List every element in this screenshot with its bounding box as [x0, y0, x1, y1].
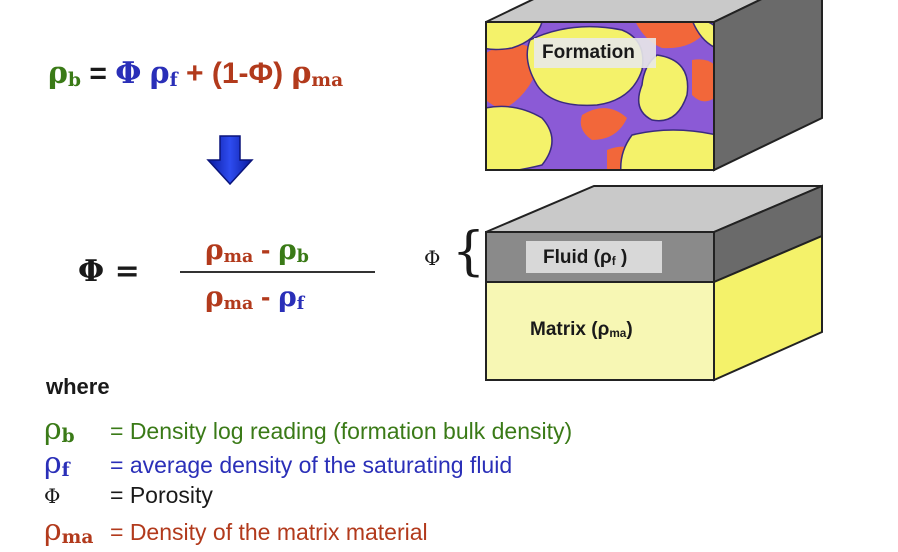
legend-item-rho-b: ρb = Density log reading (formation bulk …	[44, 412, 572, 447]
rho-f-symbol: ρf	[149, 56, 178, 92]
legend-item-rho-ma: ρma = Density of the matrix material	[44, 513, 428, 548]
curly-brace: {	[452, 222, 486, 282]
fraction-bar	[180, 271, 375, 273]
num-rho-ma: ρma	[205, 233, 254, 268]
equals-sign: =	[89, 57, 107, 90]
plus-sign: +	[185, 57, 204, 90]
legend-item-rho-f: ρf = average density of the saturating fl…	[44, 446, 512, 481]
numerator: ρma - ρb	[205, 233, 309, 268]
porosity-lhs: Φ =	[78, 254, 140, 289]
legend-text: = average density of the saturating flui…	[110, 452, 513, 478]
denominator: ρma - ρf	[205, 280, 305, 315]
rho-b-symbol: ρb	[48, 56, 81, 92]
legend-item-phi: Φ = Porosity	[44, 482, 213, 509]
fluid-matrix-block	[485, 184, 823, 382]
legend-symbol: ρma	[44, 513, 94, 549]
phi-brace-symbol: Φ	[424, 246, 441, 270]
legend-text: = Density log reading (formation bulk de…	[110, 418, 573, 444]
legend-symbol: Φ	[44, 484, 61, 508]
where-heading: where	[46, 374, 110, 399]
legend-text: = Density of the matrix material	[110, 519, 428, 545]
den-rho-ma: ρma	[205, 280, 254, 315]
fluid-label: Fluid (ρf )	[543, 247, 628, 269]
legend-symbol: ρb	[44, 412, 75, 448]
bulk-density-equation: ρb = Φ ρf + (1-Φ) ρma	[48, 56, 343, 91]
down-arrow-icon	[206, 135, 254, 186]
rho-ma-symbol: ρma	[291, 56, 344, 92]
formation-label: Formation	[542, 42, 635, 63]
den-minus: -	[261, 281, 271, 312]
num-rho-b: ρb	[278, 233, 309, 268]
num-minus: -	[261, 234, 271, 265]
legend-text: = Porosity	[110, 482, 213, 508]
legend-symbol: ρf	[44, 446, 70, 482]
formation-block	[485, 0, 823, 172]
matrix-label: Matrix (ρma)	[530, 319, 633, 341]
phi-symbol: Φ	[115, 56, 142, 91]
one-minus-phi: (1-Φ)	[211, 57, 284, 90]
den-rho-f: ρf	[278, 280, 305, 315]
